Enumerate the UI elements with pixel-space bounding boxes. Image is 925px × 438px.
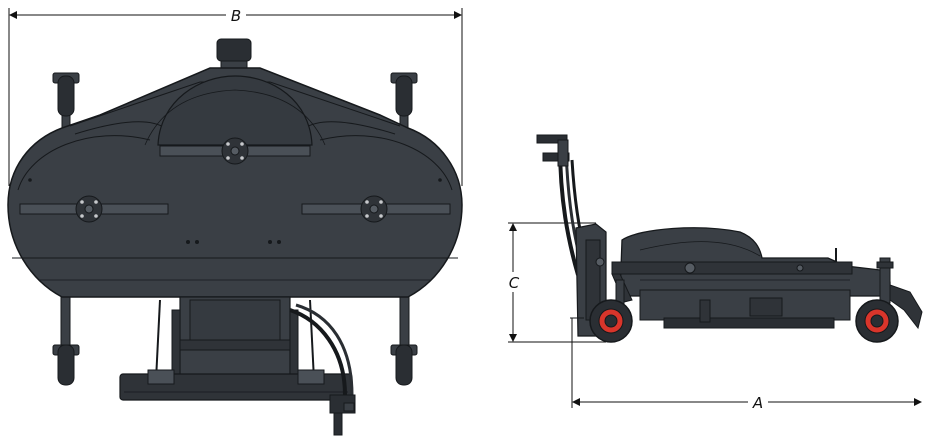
mounting-plate <box>119 369 353 401</box>
mower-deck <box>7 67 463 298</box>
hydraulic-hoses-top <box>289 303 356 436</box>
dimension-c-label: C <box>509 274 520 292</box>
dimension-b-label: B <box>231 7 241 25</box>
rear-left-caster <box>52 72 80 131</box>
mower-side-view <box>536 134 923 343</box>
right-blade <box>301 195 451 223</box>
front-right-caster <box>390 294 418 386</box>
center-blade <box>159 137 311 165</box>
dimension-a: A <box>571 318 922 412</box>
center-dome <box>157 75 313 146</box>
rear-wheel <box>855 299 899 343</box>
rear-upright <box>835 248 923 330</box>
side-frame <box>611 261 853 329</box>
left-blade <box>19 195 169 223</box>
rear-right-caster <box>390 72 418 131</box>
dimension-c: C <box>508 222 606 343</box>
dimension-a-label: A <box>752 394 763 412</box>
dimension-b: B <box>8 7 463 186</box>
front-wheel <box>589 299 633 343</box>
mower-top-view <box>7 38 463 436</box>
front-caster-arm <box>611 273 633 311</box>
hitch-frame <box>155 296 315 388</box>
front-left-caster <box>52 294 80 386</box>
